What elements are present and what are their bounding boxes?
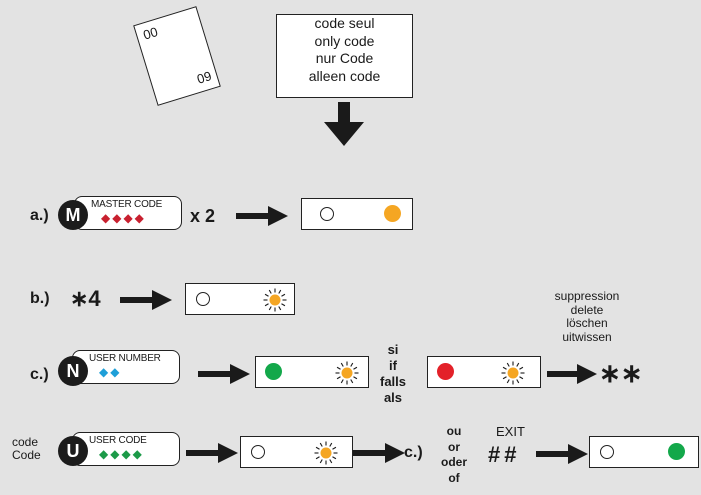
or-line: or	[448, 439, 460, 454]
code-only-box: code seul only code nur Code alleen code	[276, 14, 413, 98]
keyfob-label: USER NUMBER	[89, 353, 161, 364]
side-line: code	[12, 435, 39, 449]
green-led	[668, 443, 685, 460]
delete-line: uitwissen	[562, 329, 612, 344]
red-led	[437, 363, 454, 380]
badge-n: N	[58, 356, 88, 386]
master-code-dots: ◆◆◆◆	[101, 211, 146, 225]
right-arrow-icon	[353, 443, 405, 463]
step-c-label: c.)	[30, 366, 49, 383]
cond-line: falls	[379, 374, 406, 389]
or-line: ou	[446, 424, 462, 438]
orange-led	[384, 205, 401, 222]
blinking-led-icon	[335, 361, 359, 385]
status-panel-c2	[427, 356, 541, 388]
status-panel-c1	[255, 356, 369, 388]
or-line: of	[448, 470, 460, 485]
status-panel-b	[185, 283, 295, 315]
goto-step-c: c.)	[404, 444, 423, 461]
cond-line: si	[387, 342, 399, 357]
or-line: oder	[440, 455, 467, 469]
delete-text: suppression delete löschen uitwissen	[532, 289, 642, 344]
right-arrow-icon	[186, 443, 238, 463]
user-code-keyfob: USER CODE ◆◆◆◆	[72, 432, 180, 466]
or-text: ou or oder of	[437, 424, 471, 486]
badge-u: U	[58, 436, 88, 466]
star-star-keys: ∗∗	[599, 358, 643, 388]
right-arrow-icon	[120, 290, 172, 310]
status-panel-a	[301, 198, 413, 230]
led-off-icon	[320, 207, 334, 221]
right-arrow-icon	[547, 364, 597, 384]
exit-label: EXIT	[496, 424, 525, 439]
user-number-dots: ◆◆	[99, 365, 122, 379]
keyfob-label: MASTER CODE	[91, 199, 163, 210]
step-b-label: b.)	[30, 290, 50, 307]
hash-hash-keys: ##	[488, 442, 521, 467]
led-off-icon	[196, 292, 210, 306]
status-panel-u	[240, 436, 353, 468]
star-4-keys: ∗4	[70, 286, 101, 311]
green-led	[265, 363, 282, 380]
keyfob-label: USER CODE	[89, 435, 147, 446]
user-number-keyfob: USER NUMBER ◆◆	[72, 350, 180, 384]
side-line: Code	[12, 448, 41, 462]
code-side-label: code Code	[12, 436, 41, 462]
info-line: code seul	[314, 15, 375, 31]
blinking-led-icon	[263, 288, 287, 312]
status-panel-exit	[589, 436, 699, 468]
delete-line: suppression	[554, 289, 620, 303]
right-arrow-icon	[536, 444, 588, 464]
step-a-label: a.)	[30, 207, 49, 224]
led-off-icon	[251, 445, 265, 459]
info-line: only code	[314, 32, 375, 49]
right-arrow-icon	[236, 206, 288, 226]
info-line: alleen code	[308, 67, 381, 84]
delete-line: löschen	[566, 316, 608, 330]
card-bottom-value: 09	[195, 68, 214, 87]
multiplier: x 2	[190, 206, 216, 226]
cond-line: if	[389, 358, 397, 373]
code-card: 00 09	[133, 6, 221, 106]
conditional-text: si if falls als	[376, 342, 410, 406]
card-top-value: 00	[141, 23, 160, 43]
delete-line: delete	[570, 302, 604, 317]
down-arrow-icon	[324, 102, 364, 146]
master-code-keyfob: MASTER CODE ◆◆◆◆	[74, 196, 182, 230]
blinking-led-icon	[314, 441, 338, 465]
info-line: nur Code	[315, 50, 374, 66]
right-arrow-icon	[198, 364, 250, 384]
cond-line: als	[383, 390, 403, 405]
badge-m: M	[58, 200, 88, 230]
blinking-led-icon	[501, 361, 525, 385]
user-code-dots: ◆◆◆◆	[99, 447, 144, 461]
led-off-icon	[600, 445, 614, 459]
